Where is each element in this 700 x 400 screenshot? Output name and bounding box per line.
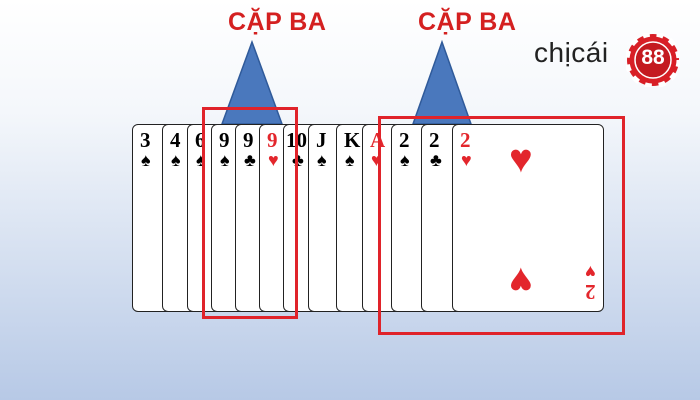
heart-icon: ♥ <box>268 150 279 170</box>
card-rank: J <box>316 128 327 152</box>
spade-icon: ♠ <box>345 150 355 170</box>
triple-label-1: CẶP BA <box>228 8 327 36</box>
chip-number: 88 <box>641 46 665 69</box>
logo-text: chịcái <box>534 37 609 68</box>
spade-icon: ♠ <box>141 150 151 170</box>
casino-chip-icon <box>626 33 680 87</box>
spade-icon: ♠ <box>317 150 327 170</box>
spade-icon: ♠ <box>220 150 230 170</box>
club-icon: ♣ <box>430 150 442 170</box>
highlight-box-triple-twos <box>378 116 625 335</box>
highlight-box-triple-nines <box>202 107 298 319</box>
card-rank: K <box>344 128 361 152</box>
card-rank: 2 <box>429 128 440 152</box>
heart-icon: ♥ <box>461 150 472 170</box>
card-rank: 4 <box>170 128 181 152</box>
card-rank: 3 <box>140 128 151 152</box>
spade-icon: ♠ <box>400 150 410 170</box>
card-rank: 9 <box>219 128 230 152</box>
heart-icon: ♥ <box>371 150 382 170</box>
playing-card-face: 2 ♥ ♥ ♥ 2 ♥ <box>452 124 604 312</box>
card-rank: 9 <box>243 128 254 152</box>
heart-icon: ♥ <box>509 136 533 181</box>
club-icon: ♣ <box>244 150 256 170</box>
spade-icon: ♠ <box>171 150 181 170</box>
card-rank: 6 <box>195 128 206 152</box>
spade-icon: ♠ <box>196 150 206 170</box>
triple-label-2: CẶP BA <box>418 8 517 36</box>
card-rank: 2 <box>460 128 471 152</box>
card-rank: 2 <box>399 128 410 152</box>
card-rank: A <box>370 128 386 152</box>
card-rank: 9 <box>267 128 278 152</box>
